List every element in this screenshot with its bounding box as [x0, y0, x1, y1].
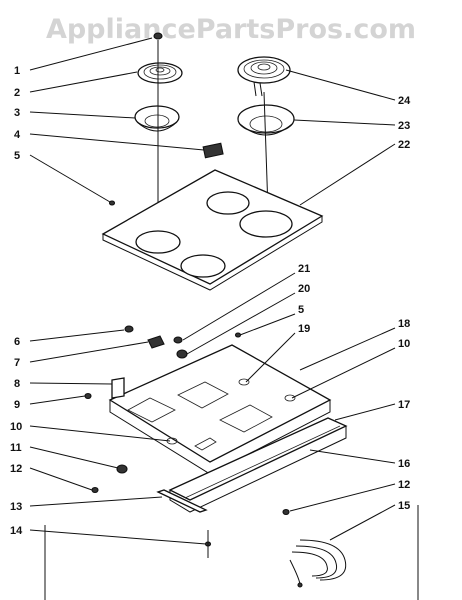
surface-element-large	[237, 56, 291, 97]
cooktop-panel	[101, 169, 324, 291]
callout-22: 22	[398, 139, 410, 151]
callout-21: 21	[298, 263, 310, 275]
drip-bowl-large	[237, 104, 295, 136]
callout-12-right: 12	[398, 479, 410, 491]
callout-2: 2	[14, 87, 20, 99]
callout-16: 16	[398, 458, 410, 470]
callout-18: 18	[398, 318, 410, 330]
callouts-right: 24 23 22 21 20 5 19 18 10 17 16 12 15	[298, 95, 411, 512]
callout-7: 7	[14, 357, 20, 369]
clip-part-7	[147, 335, 165, 349]
callout-15: 15	[398, 500, 410, 512]
callout-14: 14	[10, 525, 23, 537]
callout-11: 11	[10, 442, 22, 454]
callout-20: 20	[298, 283, 310, 295]
callout-10: 10	[10, 421, 22, 433]
callout-19: 19	[298, 323, 310, 335]
callouts-left: 1 2 3 4 5 6 7 8 9 10 11 12 13 14	[10, 65, 23, 537]
callout-12: 12	[10, 463, 22, 475]
callout-13: 13	[10, 501, 22, 513]
callout-17: 17	[398, 399, 410, 411]
burner-box	[108, 344, 332, 475]
callout-23: 23	[398, 120, 410, 132]
callout-8: 8	[14, 378, 20, 390]
front-rail	[168, 417, 348, 513]
callout-9: 9	[14, 399, 20, 411]
callout-3: 3	[14, 107, 20, 119]
wire-harness	[289, 539, 347, 588]
callout-4: 4	[14, 129, 21, 141]
callout-5: 5	[14, 150, 20, 162]
callout-1: 1	[14, 65, 20, 77]
callout-24: 24	[398, 95, 411, 107]
callout-10-right: 10	[398, 338, 410, 350]
watermark: AppliancePartsPros.com	[45, 14, 417, 45]
terminal-block	[202, 142, 224, 159]
callout-5-right: 5	[298, 304, 304, 316]
drip-bowl-small	[134, 105, 180, 132]
surface-element-small	[137, 32, 183, 84]
callout-6: 6	[14, 336, 20, 348]
